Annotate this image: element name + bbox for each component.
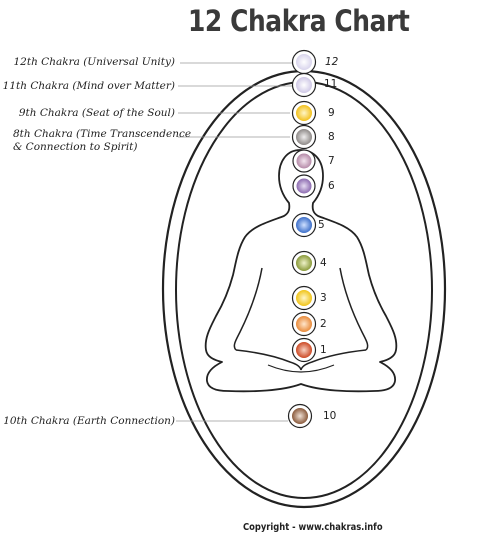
- figure-arm-left: [233, 267, 263, 351]
- chakra-3: [291, 285, 317, 311]
- figure-lap: [267, 364, 335, 373]
- chakra-1: [291, 337, 317, 363]
- chakra-4: [291, 250, 317, 276]
- num-chakra-9: 9: [328, 107, 335, 119]
- label-chakra-8-line1: 8th Chakra (Time Transcendence: [13, 128, 192, 140]
- copyright-text: Copyright - www.chakras.info: [243, 522, 383, 533]
- num-chakra-1: 1: [320, 344, 327, 356]
- label-chakra-8: 8th Chakra (Time Transcendence & Connect…: [13, 128, 191, 154]
- num-chakra-8: 8: [328, 131, 335, 143]
- label-chakra-12: 12th Chakra (Universal Unity): [13, 56, 175, 68]
- chakra-11: [291, 72, 317, 98]
- leader-lines: [176, 62, 292, 422]
- chakra-2: [291, 311, 317, 337]
- chakra-12: [291, 49, 317, 75]
- chakra-7: [292, 149, 316, 173]
- label-chakra-8-line2: & Connection to Spirit): [13, 141, 138, 153]
- num-chakra-7: 7: [328, 155, 335, 167]
- num-chakra-12: 12: [325, 56, 339, 68]
- num-chakra-2: 2: [320, 318, 327, 330]
- chakra-8: [291, 124, 317, 150]
- label-chakra-9: 9th Chakra (Seat of the Soul): [18, 107, 175, 119]
- figure-legs: [235, 349, 367, 371]
- chakra-nodes: [287, 49, 317, 429]
- num-chakra-3: 3: [320, 292, 327, 304]
- chakra-10: [287, 403, 313, 429]
- num-chakra-4: 4: [320, 257, 327, 269]
- figure-arm-right: [339, 267, 369, 351]
- num-chakra-11: 11: [324, 78, 338, 90]
- chakra-5: [291, 212, 317, 238]
- chakra-6: [292, 174, 316, 198]
- label-chakra-11: 11th Chakra (Mind over Matter): [2, 80, 175, 92]
- label-chakra-10: 10th Chakra (Earth Connection): [3, 415, 175, 427]
- num-chakra-10: 10: [323, 410, 337, 422]
- chakra-9: [291, 100, 317, 126]
- num-chakra-6: 6: [328, 180, 335, 192]
- page-title: 12 Chakra Chart: [188, 4, 410, 38]
- num-chakra-5: 5: [318, 219, 325, 231]
